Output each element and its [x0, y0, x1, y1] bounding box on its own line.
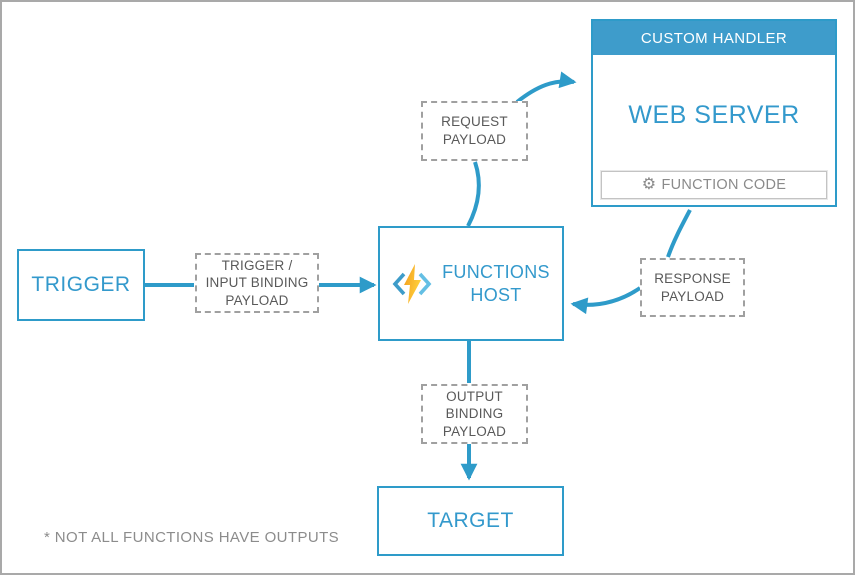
custom-handler-box: CUSTOM HANDLER WEB SERVER ⚙ FUNCTION COD…: [591, 19, 837, 207]
trigger-box: TRIGGER: [17, 249, 145, 321]
functions-host-box: FUNCTIONS HOST: [378, 226, 564, 341]
output-binding-payload-label: OUTPUT BINDING PAYLOAD: [442, 388, 507, 439]
target-box: TARGET: [377, 486, 564, 556]
line-host-to-request-payload: [466, 161, 481, 227]
azure-functions-bolt-icon: [392, 263, 432, 305]
response-payload-box: RESPONSE PAYLOAD: [640, 258, 745, 317]
arrow-response-payload-to-host: [570, 286, 642, 315]
custom-handler-header: CUSTOM HANDLER: [593, 21, 835, 55]
response-payload-label: RESPONSE PAYLOAD: [654, 270, 731, 304]
function-code-box: ⚙ FUNCTION CODE: [601, 171, 827, 199]
functions-host-label: FUNCTIONS HOST: [442, 262, 550, 305]
arrow-request-payload-to-custom-handler: [515, 71, 577, 104]
function-code-label: FUNCTION CODE: [661, 177, 787, 193]
line-custom-handler-to-response-payload: [666, 209, 692, 258]
web-server-area: WEB SERVER: [593, 55, 835, 175]
custom-handler-title: CUSTOM HANDLER: [640, 29, 788, 47]
request-payload-label: REQUEST PAYLOAD: [441, 114, 508, 147]
request-payload-box: REQUEST PAYLOAD: [421, 101, 528, 161]
target-label: TARGET: [427, 509, 514, 532]
trigger-input-binding-payload-box: TRIGGER / INPUT BINDING PAYLOAD: [195, 253, 319, 313]
output-binding-payload-box: OUTPUT BINDING PAYLOAD: [421, 384, 528, 444]
web-server-label: WEB SERVER: [628, 100, 800, 129]
trigger-input-binding-payload-label: TRIGGER / INPUT BINDING PAYLOAD: [205, 257, 309, 308]
footnote: * NOT ALL FUNCTIONS HAVE OUTPUTS: [44, 529, 340, 546]
trigger-label: TRIGGER: [31, 273, 131, 296]
gear-icon: ⚙: [641, 176, 657, 193]
